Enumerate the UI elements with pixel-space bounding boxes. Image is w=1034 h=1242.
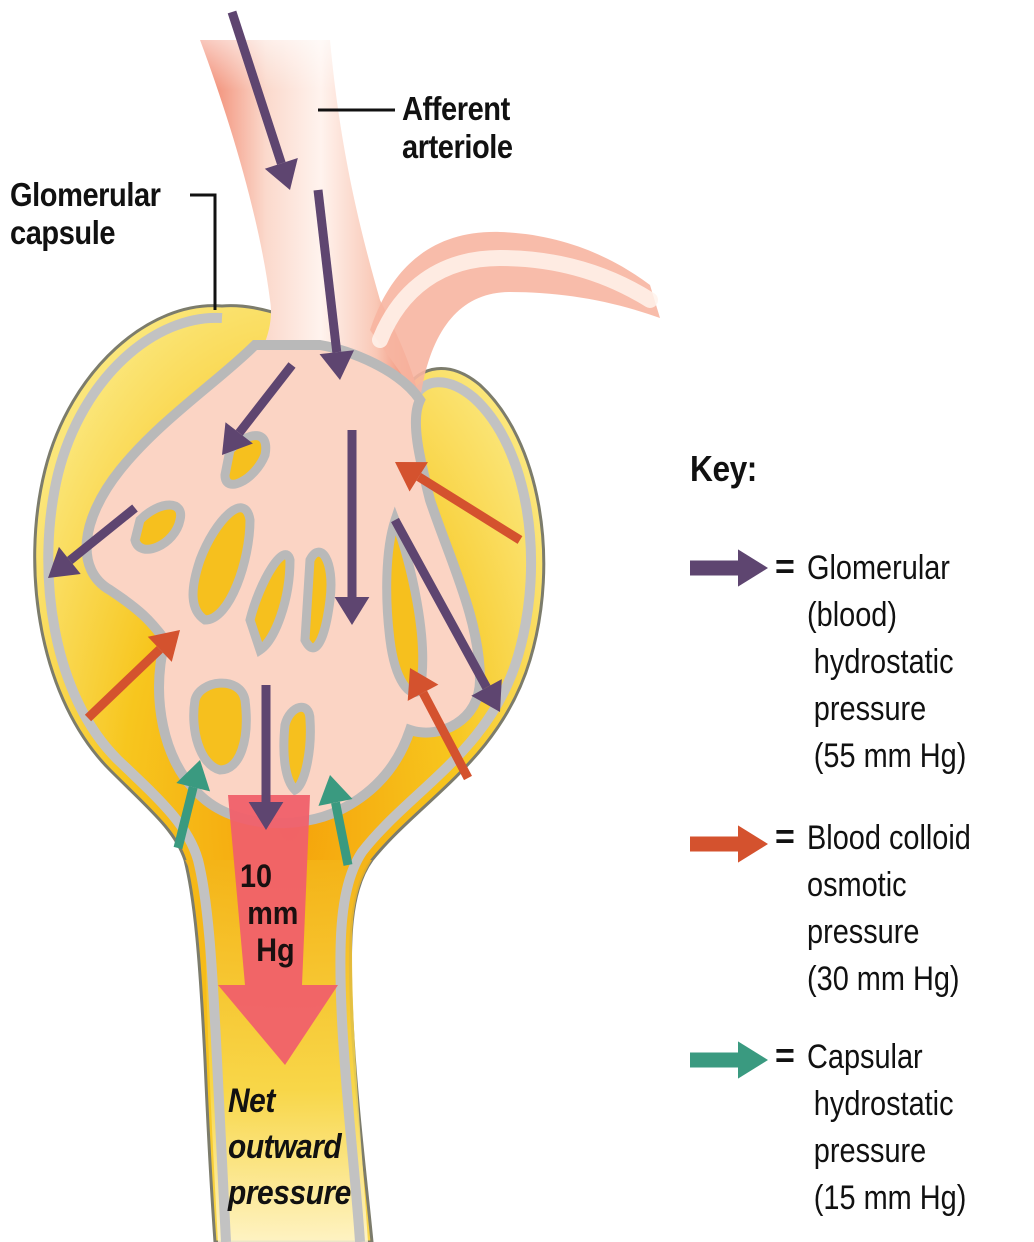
capillary-loop xyxy=(382,506,428,697)
purple-arrow-icon xyxy=(690,549,768,587)
green-arrow-icon xyxy=(690,1041,768,1079)
afferent-arteriole-label: Afferent arteriole xyxy=(402,90,513,165)
key-item-label: Blood colloid osmotic pressure (30 mm Hg… xyxy=(807,819,971,998)
colloid-osmotic-pressure-arrow xyxy=(395,462,523,544)
glomerular-pressure-arrow xyxy=(48,504,138,578)
orange-arrow-icon xyxy=(690,825,768,863)
equals-sign: = xyxy=(775,548,795,586)
key-item-label: Glomerular (blood) hydrostatic pressure … xyxy=(807,549,967,775)
glomerular-pressure-arrow xyxy=(222,362,296,455)
capsular-pressure-arrow xyxy=(318,775,353,866)
capillary-loop xyxy=(279,703,315,796)
net-outward-pressure-arrow xyxy=(218,795,338,1065)
colloid-osmotic-pressure-arrow xyxy=(407,668,472,781)
glomerular-pressure-arrow xyxy=(248,685,284,830)
capsule-leader-line xyxy=(190,193,217,310)
equals-sign: = xyxy=(775,818,795,856)
key-item-label: Capsular hydrostatic pressure (15 mm Hg) xyxy=(807,1038,967,1217)
glomerular-pressure-arrow xyxy=(391,517,502,712)
glomerular-capsule-label: Glomerular capsule xyxy=(10,176,161,251)
glomerular-pressure-arrow xyxy=(227,10,298,190)
net-outward-pressure-label: Net outward pressure xyxy=(228,1082,351,1212)
efferent-arteriole-vessel xyxy=(370,231,660,400)
capillary-loop xyxy=(130,500,186,554)
capillary-loop xyxy=(188,503,255,625)
glomerular-pressure-arrow xyxy=(334,430,370,625)
capillary-loop xyxy=(189,678,251,775)
key-title: Key: xyxy=(690,448,757,489)
capillary-loop xyxy=(245,550,295,658)
equals-sign: = xyxy=(775,1037,795,1075)
capillary-loop xyxy=(300,547,336,653)
glomerular-pressure-arrow xyxy=(313,189,355,380)
afferent-arteriole-vessel xyxy=(180,0,420,400)
capsule-wall xyxy=(43,312,537,1242)
capsular-pressure-arrow xyxy=(173,760,211,850)
net-pressure-value: 10 mm Hg xyxy=(240,858,299,968)
colloid-osmotic-pressure-arrow xyxy=(84,630,180,722)
